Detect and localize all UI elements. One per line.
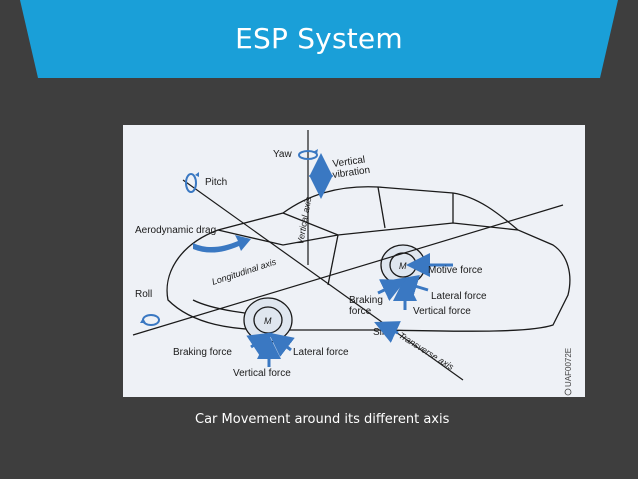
vertical-vibration-label-2: vibration	[332, 165, 371, 181]
transverse-axis-line	[182, 179, 464, 381]
braking-force-right-arrow-icon	[377, 279, 406, 301]
yaw-label: Yaw	[273, 149, 292, 160]
vertical-force-right-label: Vertical force	[413, 306, 471, 317]
lateral-force-left-arrow-icon	[268, 332, 295, 357]
rear-wheel-label: M	[399, 261, 407, 271]
slide-label: Slide	[373, 327, 396, 338]
roll-icon	[140, 314, 160, 326]
drag-arrow-icon	[193, 235, 251, 253]
motive-force-label: Motive force	[428, 265, 483, 276]
lateral-force-left-label: Lateral force	[293, 347, 349, 358]
roll-label: Roll	[135, 289, 152, 300]
slide-arrow-icon	[374, 321, 401, 343]
front-wheel-label: M	[264, 316, 272, 326]
banner-shape	[20, 0, 618, 78]
slide-title: ESP System	[235, 22, 403, 55]
car-axes-illustration: M M Yaw Vertical vibration Vertical axis…	[132, 130, 573, 396]
lateral-force-right-arrow-icon	[393, 275, 429, 298]
pitch-icon	[185, 172, 199, 193]
esp-diagram: M M Yaw Vertical vibration Vertical axis…	[123, 125, 585, 397]
braking-force-right-label-2: force	[349, 306, 372, 317]
vertical-vibration-label-1: Vertical	[332, 155, 366, 170]
braking-force-right-label-1: Braking	[349, 295, 383, 306]
vertical-force-left-label: Vertical force	[233, 368, 291, 379]
pitch-label: Pitch	[205, 177, 227, 188]
aerodynamic-drag-label: Aerodynamic drag	[135, 225, 216, 236]
longitudinal-axis-line	[132, 204, 564, 336]
slide-caption: Car Movement around its different axis	[195, 412, 450, 427]
lateral-force-right-label: Lateral force	[431, 291, 487, 302]
axes	[132, 130, 564, 381]
longitudinal-axis-label: Longitudinal axis	[211, 257, 278, 287]
braking-force-left-label: Braking force	[173, 347, 232, 358]
transverse-axis-label: Transverse axis	[397, 330, 456, 372]
title-banner: ESP System	[20, 0, 618, 78]
copyright-icon	[564, 388, 572, 396]
figure-code-label: UAF0072E	[564, 348, 573, 387]
